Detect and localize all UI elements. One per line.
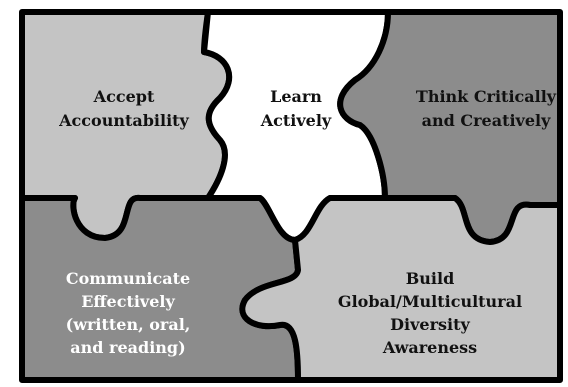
label-line: Think Critically <box>416 87 557 106</box>
label-line: Awareness <box>382 338 477 357</box>
label-line: Accountability <box>58 111 189 130</box>
label-line: and Creatively <box>422 111 551 130</box>
label-communicate-effectively: Communicate Effectively (written, oral, … <box>66 269 191 357</box>
label-line: Effectively <box>81 292 175 311</box>
label-line: Diversity <box>390 315 470 334</box>
label-line: Actively <box>260 111 332 130</box>
label-build-global-diversity: Build Global/Multicultural Diversity Awa… <box>338 269 522 357</box>
piece-build-global-diversity <box>239 195 563 383</box>
label-think-critically: Think Critically and Creatively <box>416 87 557 130</box>
label-accept-accountability: Accept Accountability <box>58 87 189 130</box>
label-line: Global/Multicultural <box>338 292 522 311</box>
label-line: and reading) <box>70 338 185 357</box>
label-line: (written, oral, <box>66 315 191 334</box>
label-line: Build <box>406 269 455 288</box>
label-line: Learn <box>270 87 322 106</box>
label-line: Communicate <box>66 269 190 288</box>
label-line: Accept <box>93 87 155 106</box>
label-learn-actively: Learn Actively <box>260 87 332 130</box>
